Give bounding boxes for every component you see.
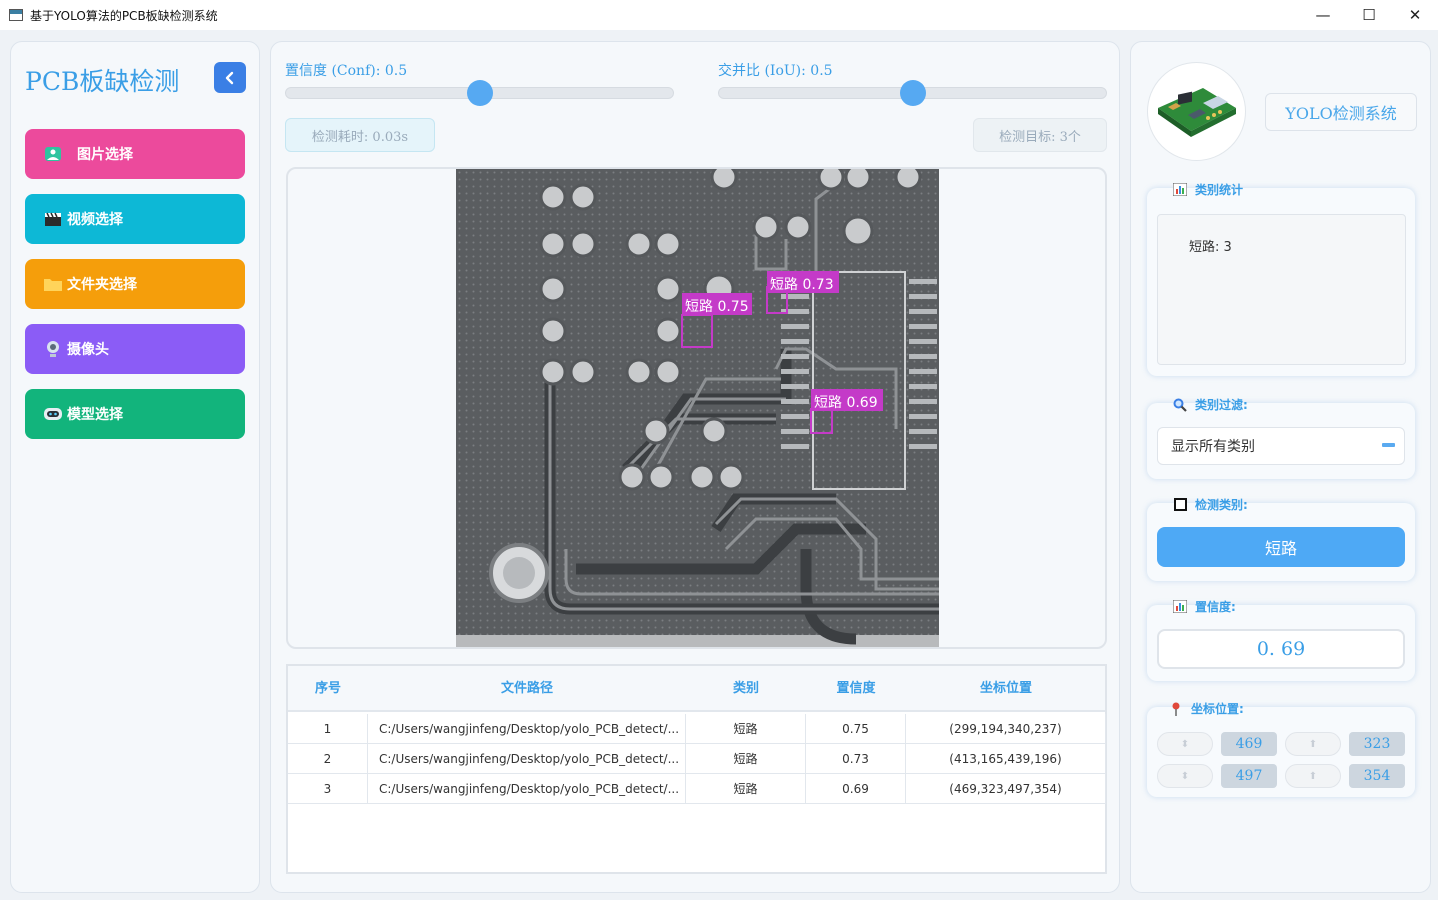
chevron-left-icon [225, 71, 234, 84]
cell-class: 短路 [686, 774, 806, 804]
results-table: 序号 文件路径 类别 置信度 坐标位置 1 C:/Users/wangjinfe… [286, 664, 1107, 874]
minimize-button[interactable]: — [1315, 6, 1331, 24]
cell-class: 短路 [686, 714, 806, 744]
cell-index: 3 [288, 774, 368, 804]
xmin-label-icon: ⬍ [1157, 732, 1213, 756]
maximize-button[interactable]: ☐ [1362, 6, 1376, 24]
cell-index: 1 [288, 714, 368, 744]
square-icon [1173, 498, 1187, 512]
cell-path: C:/Users/wangjinfeng/Desktop/yolo_PCB_de… [368, 744, 686, 774]
robot-icon [43, 404, 63, 424]
column-header-path[interactable]: 文件路径 [500, 681, 553, 696]
camera-icon [43, 339, 63, 359]
xmax-value: 497 [1221, 764, 1277, 788]
model-select-label: 模型选择 [67, 407, 123, 423]
detection-label: 短路 0.69 [814, 395, 878, 411]
stats-card-title: 类别统计 [1173, 181, 1243, 198]
video-select-button[interactable]: 视频选择 [25, 194, 245, 244]
column-header-confidence[interactable]: 置信度 [836, 681, 876, 696]
conf-slider[interactable] [285, 80, 674, 106]
iou-label: 交并比 (IoU): 0.5 [718, 63, 833, 79]
ymax-value: 354 [1349, 764, 1405, 788]
bar-chart-icon [1173, 600, 1187, 614]
column-header-coords[interactable]: 坐标位置 [979, 681, 1032, 696]
window-controls: — ☐ ✕ [1300, 0, 1438, 30]
stats-text: 短路: 3 [1189, 240, 1232, 255]
image-display: 短路 0.75 短路 0.73 短路 0.69 [286, 167, 1107, 649]
stats-card: 类别统计 短路: 3 [1147, 183, 1415, 376]
coords-card: 坐标位置: ⬍ 469 ⬆ 323 ⬍ 497 ⬆ 354 [1147, 702, 1415, 797]
detect-time-badge: 检测耗时: 0.03s [285, 118, 435, 152]
info-panel: YOLO检测系统 类别统计 短路: 3 类别过滤: 显示所有类别 [1130, 41, 1431, 893]
search-icon [1173, 398, 1187, 412]
ymin-label-icon: ⬆ [1285, 732, 1341, 756]
image-icon [43, 144, 63, 164]
class-card-title: 检测类别: [1173, 496, 1248, 513]
cell-path: C:/Users/wangjinfeng/Desktop/yolo_PCB_de… [368, 774, 686, 804]
conf-slider-handle[interactable] [467, 80, 493, 106]
cell-path: C:/Users/wangjinfeng/Desktop/yolo_PCB_de… [368, 714, 686, 744]
sidebar: PCB板缺检测 图片选择 视频选择 文件夹选择 摄像头 模型选择 [10, 41, 260, 893]
pcb-logo-icon [1158, 88, 1236, 137]
folder-select-label: 文件夹选择 [67, 277, 137, 293]
avatar [1147, 62, 1246, 161]
iou-slider[interactable] [718, 80, 1107, 106]
iou-slider-handle[interactable] [900, 80, 926, 106]
ymax-label-icon: ⬆ [1285, 764, 1341, 788]
cell-class: 短路 [686, 744, 806, 774]
folder-icon [43, 274, 63, 294]
camera-button[interactable]: 摄像头 [25, 324, 245, 374]
image-select-label: 图片选择 [77, 147, 133, 163]
conf-label: 置信度 (Conf): 0.5 [285, 63, 408, 79]
ymin-value: 323 [1349, 732, 1405, 756]
image-select-button[interactable]: 图片选择 [25, 129, 245, 179]
model-select-button[interactable]: 模型选择 [25, 389, 245, 439]
detection-label: 短路 0.75 [685, 299, 749, 315]
cell-coords: (299,194,340,237) [906, 714, 1106, 744]
pin-icon [1169, 702, 1183, 716]
class-card: 检测类别: 短路 [1147, 498, 1415, 581]
detect-count-badge: 检测目标: 3个 [973, 118, 1107, 152]
filter-card-title: 类别过滤: [1173, 396, 1248, 413]
clapper-icon [43, 209, 63, 229]
window-title: 基于YOLO算法的PCB板缺检测系统 [30, 8, 218, 23]
title-bar: 基于YOLO算法的PCB板缺检测系统 — ☐ ✕ [0, 0, 1438, 30]
video-select-label: 视频选择 [67, 212, 123, 228]
app-icon [9, 9, 23, 21]
class-filter-select[interactable]: 显示所有类别 [1157, 427, 1405, 465]
confidence-card: 置信度: 0. 69 [1147, 600, 1415, 681]
main-panel: 置信度 (Conf): 0.5 交并比 (IoU): 0.5 检测耗时: 0.0… [270, 41, 1120, 893]
bar-chart-icon [1173, 183, 1187, 197]
column-header-index[interactable]: 序号 [314, 681, 341, 696]
table-header: 序号 文件路径 类别 置信度 坐标位置 [288, 666, 1105, 712]
dropdown-icon [1382, 443, 1395, 447]
cell-confidence: 0.73 [806, 744, 906, 774]
cell-confidence: 0.75 [806, 714, 906, 744]
cell-coords: (469,323,497,354) [906, 774, 1106, 804]
xmin-value: 469 [1221, 732, 1277, 756]
class-filter-value: 显示所有类别 [1171, 439, 1255, 455]
close-button[interactable]: ✕ [1408, 6, 1422, 24]
pcb-image: 短路 0.75 短路 0.73 短路 0.69 [456, 169, 939, 647]
confidence-value: 0. 69 [1157, 629, 1405, 669]
cell-coords: (413,165,439,196) [906, 744, 1106, 774]
column-header-class[interactable]: 类别 [732, 681, 759, 696]
table-row[interactable]: 1 C:/Users/wangjinfeng/Desktop/yolo_PCB_… [288, 714, 1106, 744]
brand-title: PCB板缺检测 [25, 67, 180, 96]
detection-label: 短路 0.73 [770, 277, 834, 293]
cell-confidence: 0.69 [806, 774, 906, 804]
table-row[interactable]: 3 C:/Users/wangjinfeng/Desktop/yolo_PCB_… [288, 774, 1106, 804]
folder-select-button[interactable]: 文件夹选择 [25, 259, 245, 309]
filter-card: 类别过滤: 显示所有类别 [1147, 398, 1415, 479]
collapse-sidebar-button[interactable] [214, 62, 246, 93]
detected-class-button[interactable]: 短路 [1157, 527, 1405, 567]
confidence-card-title: 置信度: [1173, 598, 1236, 615]
camera-label: 摄像头 [67, 342, 109, 358]
table-row[interactable]: 2 C:/Users/wangjinfeng/Desktop/yolo_PCB_… [288, 744, 1106, 774]
system-title: YOLO检测系统 [1265, 93, 1417, 131]
cell-index: 2 [288, 744, 368, 774]
coords-card-title: 坐标位置: [1169, 700, 1244, 717]
xmax-label-icon: ⬍ [1157, 764, 1213, 788]
stats-text-area[interactable]: 短路: 3 [1157, 214, 1406, 365]
